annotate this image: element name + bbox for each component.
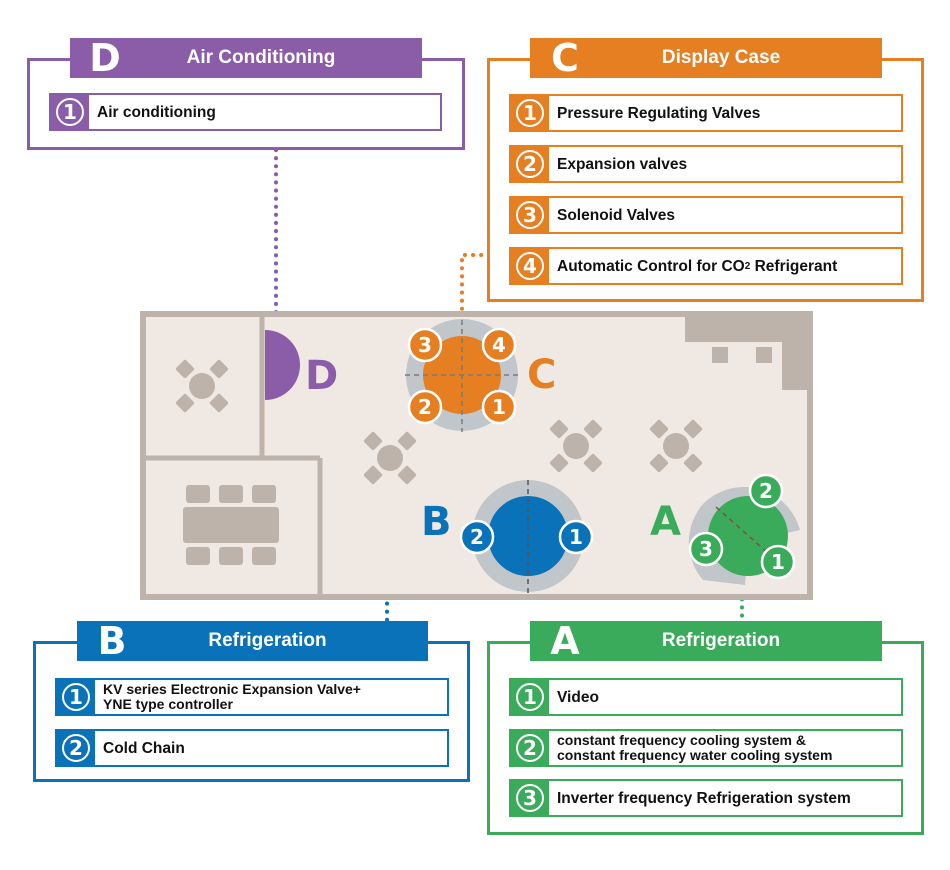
chair [397, 465, 417, 485]
chair [683, 453, 703, 473]
panel-c-item-3[interactable]: 3 Solenoid Valves [509, 196, 903, 234]
panel-b-item-1[interactable]: 1 KV series Electronic Expansion Valve+ … [55, 678, 449, 716]
panel-c-item-2[interactable]: 2 Expansion valves [509, 145, 903, 183]
panel-b-header: B Refrigeration [77, 621, 428, 661]
marker-b-2: 2 [470, 525, 484, 549]
round-table [663, 433, 689, 459]
corner-block [685, 314, 810, 390]
panel-a-item-2[interactable]: 2 constant frequency cooling system & co… [509, 729, 903, 767]
marker-c-1: 1 [492, 395, 506, 419]
marker-b-1: 1 [569, 525, 583, 549]
meeting-table [183, 485, 279, 565]
connector-c [460, 253, 489, 327]
table-sets [175, 359, 703, 485]
panel-b-item-2[interactable]: 2 Cold Chain [55, 729, 449, 767]
item-label: Expansion valves [557, 155, 688, 173]
floor-label-d: D [305, 353, 338, 399]
chair [397, 431, 417, 451]
interior-walls [143, 314, 323, 597]
panel-c-letter: C [551, 36, 579, 80]
chair [649, 419, 669, 439]
item-label-text: Automatic Control for CO [557, 257, 745, 275]
table-with-chairs [363, 431, 417, 485]
panel-d-title: Air Conditioning [186, 47, 336, 68]
refrigeration-unit-b [472, 480, 584, 593]
panel-a-title: Refrigeration [661, 630, 781, 651]
item-label-tail: Refrigerant [750, 257, 838, 275]
panel-a-item-1[interactable]: 1 Video [509, 678, 903, 716]
item-label: constant frequency cooling system & cons… [549, 731, 901, 765]
chair [363, 431, 383, 451]
item-label: KV series Electronic Expansion Valve+ YN… [95, 680, 447, 714]
number-badge: 2 [516, 734, 544, 762]
marker-a-1: 1 [771, 550, 785, 574]
item-label: Video [557, 688, 599, 706]
number-badge: 1 [56, 98, 84, 126]
item-label: Solenoid Valves [557, 206, 676, 224]
panel-a-header: A Refrigeration [530, 621, 882, 661]
number-badge: 1 [516, 99, 544, 127]
air-conditioner-unit [265, 330, 300, 400]
panel-c-header: C Display Case [530, 38, 882, 78]
marker-a-2: 2 [759, 479, 773, 503]
chair [175, 393, 195, 413]
chair [583, 419, 603, 439]
item-label: Pressure Regulating Valves [557, 104, 761, 122]
item-label: Cold Chain [103, 739, 185, 757]
chair [209, 359, 229, 379]
number-badge: 4 [516, 252, 544, 280]
table-with-chairs [649, 419, 703, 473]
table-with-chairs [549, 419, 603, 473]
floor-label-b: B [421, 499, 452, 545]
chair [209, 393, 229, 413]
item-label-subscript: 2 [744, 260, 751, 272]
panel-d-item-1[interactable]: 1 Air conditioning [49, 93, 442, 131]
panel-a-letter: A [550, 619, 580, 663]
item-label: Inverter frequency Refrigeration system [557, 789, 851, 807]
table-with-chairs [175, 359, 229, 413]
marker-c-4: 4 [492, 333, 506, 357]
item-label-line2: YNE type controller [103, 696, 233, 712]
item-label-line1: constant frequency cooling system & [557, 732, 806, 748]
panel-b-title: Refrigeration [208, 630, 327, 651]
square-fixture [756, 347, 772, 363]
floor-label-c: C [527, 352, 556, 398]
panel-c-title: Display Case [661, 47, 781, 68]
round-table [563, 433, 589, 459]
chair [549, 419, 569, 439]
item-label-line1: KV series Electronic Expansion Valve+ [103, 681, 361, 697]
panel-d-letter: D [89, 36, 121, 80]
chair [549, 453, 569, 473]
markers-a: 2 3 1 [688, 473, 796, 580]
panel-b-letter: B [97, 619, 127, 663]
chair [175, 359, 195, 379]
panel-a-item-3[interactable]: 3 Inverter frequency Refrigeration syste… [509, 779, 903, 817]
chair [583, 453, 603, 473]
round-table [189, 373, 215, 399]
item-label-line2: constant frequency water cooling system [557, 747, 833, 763]
marker-c-2: 2 [418, 395, 432, 419]
marker-c-3: 3 [418, 333, 432, 357]
number-badge: 2 [62, 734, 90, 762]
number-badge: 3 [516, 201, 544, 229]
round-table [377, 445, 403, 471]
number-badge: 3 [516, 784, 544, 812]
markers-c: 3 4 2 1 [407, 327, 517, 425]
square-fixture [712, 347, 728, 363]
item-label: Air conditioning [97, 103, 216, 121]
number-badge: 1 [516, 683, 544, 711]
floor-label-a: A [650, 499, 681, 545]
chair [683, 419, 703, 439]
panel-c-item-1[interactable]: 1 Pressure Regulating Valves [509, 94, 903, 132]
number-badge: 2 [516, 150, 544, 178]
number-badge: 1 [62, 683, 90, 711]
panel-d-header: D Air Conditioning [70, 38, 422, 78]
marker-a-3: 3 [699, 537, 713, 561]
markers-b: 2 1 [459, 519, 594, 555]
chair [363, 465, 383, 485]
chair [649, 453, 669, 473]
